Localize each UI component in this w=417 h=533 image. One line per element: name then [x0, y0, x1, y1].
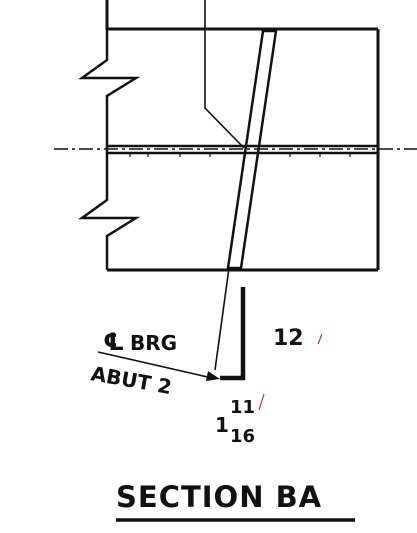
upper-leader-line: [204, 0, 245, 149]
abut-leader-line: [97, 351, 213, 379]
skewed-joint: [226, 29, 278, 270]
band-ticks: [129, 153, 351, 157]
dimension-12: 12: [273, 326, 304, 351]
fraction-numerator: 11: [230, 397, 255, 418]
centerline-symbol-icon: ℄: [103, 328, 125, 356]
red-check-mark-1: [317, 333, 323, 345]
abut-leader-arrowhead: [206, 371, 220, 381]
joint-leader-line: [214, 267, 230, 371]
fraction-whole: 1: [215, 413, 229, 437]
red-check-mark-2: [258, 393, 265, 411]
left-edge-break-line: [78, 28, 141, 270]
section-title: SECTION BA: [116, 480, 322, 514]
fraction-denominator: 16: [230, 426, 255, 447]
angle-section: [220, 287, 246, 381]
brg-label: BRG: [130, 331, 177, 355]
